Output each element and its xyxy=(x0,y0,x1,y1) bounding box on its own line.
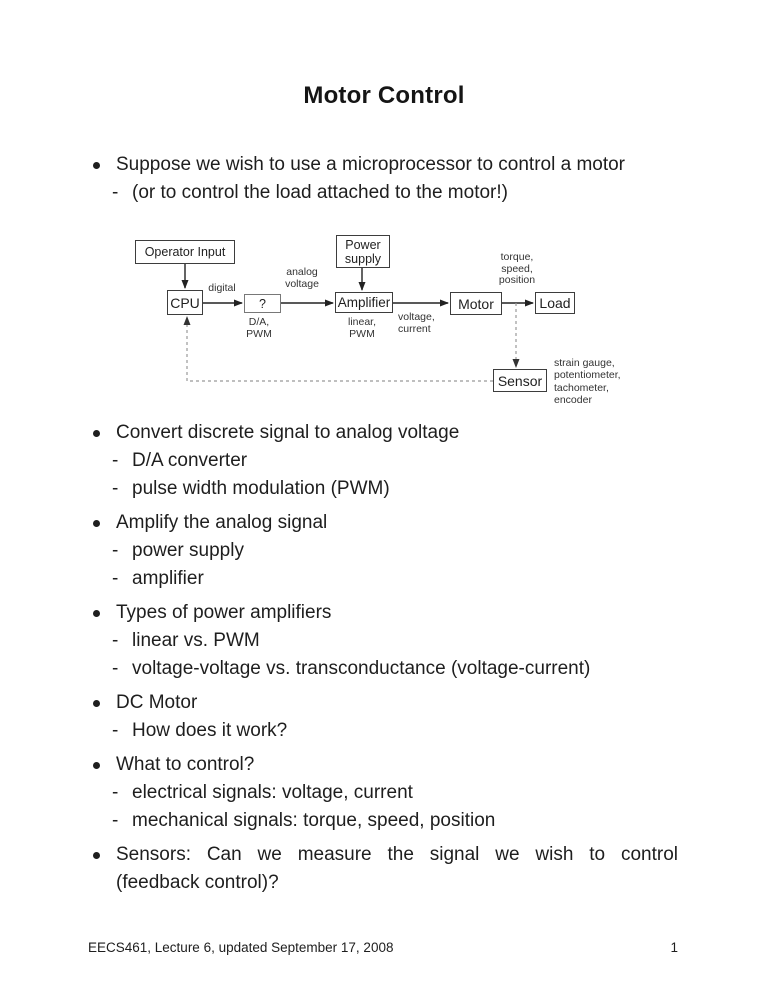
block-diagram: Operator Input CPU ? Power supply Amplif… xyxy=(130,233,655,415)
sub-bullet-text: linear vs. PWM xyxy=(132,630,260,651)
sub-bullet-item: amplifier xyxy=(90,565,678,593)
diagram-box-converter: ? xyxy=(244,294,281,313)
sub-bullet-text: pulse width modulation (PWM) xyxy=(132,478,390,499)
label-digital: digital xyxy=(208,282,236,294)
label-torque-speed-position: torque, speed, position xyxy=(498,251,536,286)
page-number: 1 xyxy=(670,940,678,955)
sub-bullet-text: voltage-voltage vs. transconductance (vo… xyxy=(132,658,591,679)
footer-course-info: EECS461, Lecture 6, updated September 17… xyxy=(88,940,394,955)
sub-bullet-item: (or to control the load attached to the … xyxy=(90,179,678,207)
bullet-text: Suppose we wish to use a microprocessor … xyxy=(116,154,626,175)
label-converter-types: D/A, PWM xyxy=(246,316,272,340)
sub-bullet-item: mechanical signals: torque, speed, posit… xyxy=(90,807,678,835)
diagram-box-operator-input: Operator Input xyxy=(135,240,235,264)
label-analog-voltage: analog voltage xyxy=(285,266,319,290)
sub-bullet-item: How does it work? xyxy=(90,717,678,745)
bullet-item: Suppose we wish to use a microprocessor … xyxy=(90,151,678,179)
sub-bullet-text: How does it work? xyxy=(132,720,288,741)
bullet-text: Types of power amplifiers xyxy=(116,602,332,623)
bullet-item: Amplify the analog signal xyxy=(90,509,678,537)
main-bullet-list: Convert discrete signal to analog voltag… xyxy=(90,419,678,897)
sub-bullet-item: pulse width modulation (PWM) xyxy=(90,475,678,503)
label-voltage-current: voltage, current xyxy=(398,311,435,335)
bullet-item: Types of power amplifiers xyxy=(90,599,678,627)
sub-bullet-text: electrical signals: voltage, current xyxy=(132,782,413,803)
diagram-box-power-supply: Power supply xyxy=(336,235,390,268)
bullet-item: What to control? xyxy=(90,751,678,779)
diagram-box-amplifier: Amplifier xyxy=(335,292,393,313)
bullet-text-line1: Sensors: Can we measure the signal we wi… xyxy=(116,844,678,865)
label-amplifier-types: linear, PWM xyxy=(347,316,377,340)
diagram-connectors xyxy=(181,264,534,382)
bullet-text-line2: (feedback control)? xyxy=(116,872,279,893)
diagram-box-sensor: Sensor xyxy=(493,369,547,392)
footer: EECS461, Lecture 6, updated September 17… xyxy=(88,940,678,955)
sub-bullet-text: power supply xyxy=(132,540,244,561)
label-sensor-types: strain gauge, potentiometer, tachometer,… xyxy=(554,357,621,407)
sub-bullet-text: (or to control the load attached to the … xyxy=(132,182,508,203)
sub-bullet-item: voltage-voltage vs. transconductance (vo… xyxy=(90,655,678,683)
sub-bullet-item: D/A converter xyxy=(90,447,678,475)
diagram-box-motor: Motor xyxy=(450,292,502,315)
sub-bullet-item: power supply xyxy=(90,537,678,565)
bullet-item: Sensors: Can we measure the signal we wi… xyxy=(90,841,678,897)
bullet-text: Convert discrete signal to analog voltag… xyxy=(116,422,460,443)
sub-bullet-text: D/A converter xyxy=(132,450,248,471)
sub-bullet-text: amplifier xyxy=(132,568,204,589)
sub-bullet-item: linear vs. PWM xyxy=(90,627,678,655)
diagram-box-cpu: CPU xyxy=(167,290,203,315)
dashed-feedback-to-cpu xyxy=(183,316,493,382)
bullet-text: What to control? xyxy=(116,754,255,775)
diagram-box-load: Load xyxy=(535,292,575,314)
sub-bullet-text: mechanical signals: torque, speed, posit… xyxy=(132,810,496,831)
page-title: Motor Control xyxy=(303,82,465,109)
bullet-item: Convert discrete signal to analog voltag… xyxy=(90,419,678,447)
bullet-text: Amplify the analog signal xyxy=(116,512,328,533)
bullet-item: DC Motor xyxy=(90,689,678,717)
bullet-text: DC Motor xyxy=(116,692,198,713)
sub-bullet-item: electrical signals: voltage, current xyxy=(90,779,678,807)
intro-bullet-list: Suppose we wish to use a microprocessor … xyxy=(90,151,678,207)
